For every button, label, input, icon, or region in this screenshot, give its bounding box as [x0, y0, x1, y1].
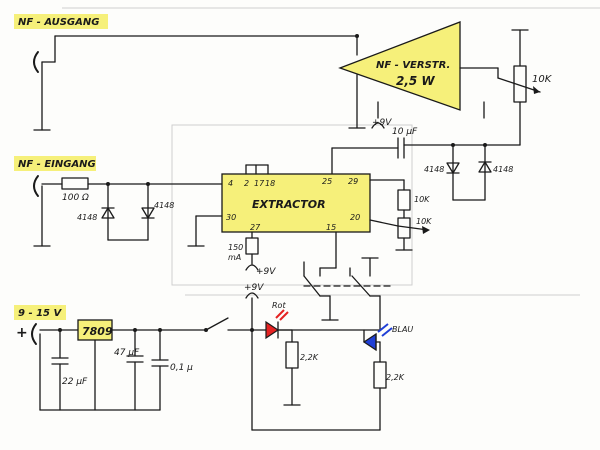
supply-jack: [31, 323, 37, 345]
r-29-label: 10K: [414, 195, 430, 204]
pin-27: 27: [250, 223, 261, 232]
amplifier: NF - VERSTR. 2,5 W +9V: [338, 21, 499, 129]
return-wire: [251, 329, 381, 431]
led-red-label: Rot: [272, 301, 286, 310]
supply-section: 9 - 15 V + 7809 22 µF 47 µF 0,1 µ: [14, 305, 381, 411]
extractor-label: EXTRACTOR: [252, 198, 326, 211]
c3-label: 0,1 µ: [170, 363, 193, 373]
led-red: Rot 2,2K: [265, 301, 319, 406]
current-unit: mA: [228, 253, 241, 262]
d2-label: 4148: [154, 201, 174, 210]
d4-label: 4148: [493, 165, 513, 174]
supply-label: 9 - 15 V: [18, 308, 62, 319]
r-blue: [373, 361, 387, 389]
output-pot: 10K: [497, 29, 553, 146]
pin-2: 2: [244, 179, 249, 188]
pin-20: 20: [350, 213, 360, 222]
d3-label: 4148: [424, 165, 444, 174]
supply-plus: +: [16, 325, 28, 341]
extractor-right-network: 10K 10K: [369, 179, 432, 251]
out-label-highlight: [14, 14, 108, 29]
d1-label: 4148: [77, 213, 97, 222]
r-blue-label: 2,2K: [386, 373, 405, 382]
pin-30: 30: [226, 213, 236, 222]
regulator-label: 7809: [82, 325, 113, 338]
r-29: [397, 189, 411, 211]
input-label: NF - EINGANG: [18, 159, 96, 170]
extractor-box: [221, 173, 371, 233]
amplifier-triangle: [338, 21, 461, 111]
c2-label: 47 µF: [114, 348, 140, 358]
output-label: NF - AUSGANG: [18, 17, 99, 28]
coupling-cap-label: 10 µF: [392, 127, 418, 137]
plus9-bottom: +9V: [244, 283, 264, 293]
amplifier-power: 2,5 W: [396, 74, 435, 88]
amplifier-label: NF - VERSTR.: [376, 60, 450, 71]
amplifier-supply: +9V: [372, 118, 392, 128]
input-jack: [33, 175, 39, 197]
pin-29: 29: [348, 177, 358, 186]
pin-15: 15: [326, 223, 336, 232]
input-resistor: [61, 177, 89, 190]
extractor-ic: EXTRACTOR 4 2 17 18 25 29 30 20 27 15: [187, 164, 371, 247]
led-blue: BLAU 2,2K: [362, 323, 413, 431]
pin27-network: 150 mA +9V +9V: [228, 231, 276, 331]
r-in-label: 100 Ω: [62, 193, 89, 203]
pin-4: 4: [228, 179, 233, 188]
output-jack: [33, 51, 39, 73]
pot-20-label: 10K: [416, 217, 432, 226]
pin-18: 18: [265, 179, 275, 188]
coupling-network: 10 µF 4148 4148: [331, 127, 521, 201]
plus9-top: +9V: [256, 267, 276, 277]
pin-25: 25: [322, 177, 332, 186]
input-section: NF - EINGANG 100 Ω 4148 4148: [14, 156, 223, 247]
switch-group: [303, 231, 393, 331]
background-ghost-lines: [62, 7, 600, 296]
led-blue-label: BLAU: [392, 325, 413, 334]
r-red: [285, 341, 299, 369]
pot-out-label: 10K: [532, 74, 553, 85]
led-red-body: [265, 320, 280, 340]
current-value: 150: [228, 243, 243, 252]
r-red-label: 2,2K: [300, 353, 319, 362]
in-label-highlight: [14, 156, 96, 171]
supply-label-highlight: [14, 305, 66, 320]
output-section: NF - AUSGANG: [14, 14, 359, 131]
c1-label: 22 µF: [62, 377, 88, 387]
led-blue-body: [362, 332, 377, 352]
pin-17: 17: [254, 179, 265, 188]
